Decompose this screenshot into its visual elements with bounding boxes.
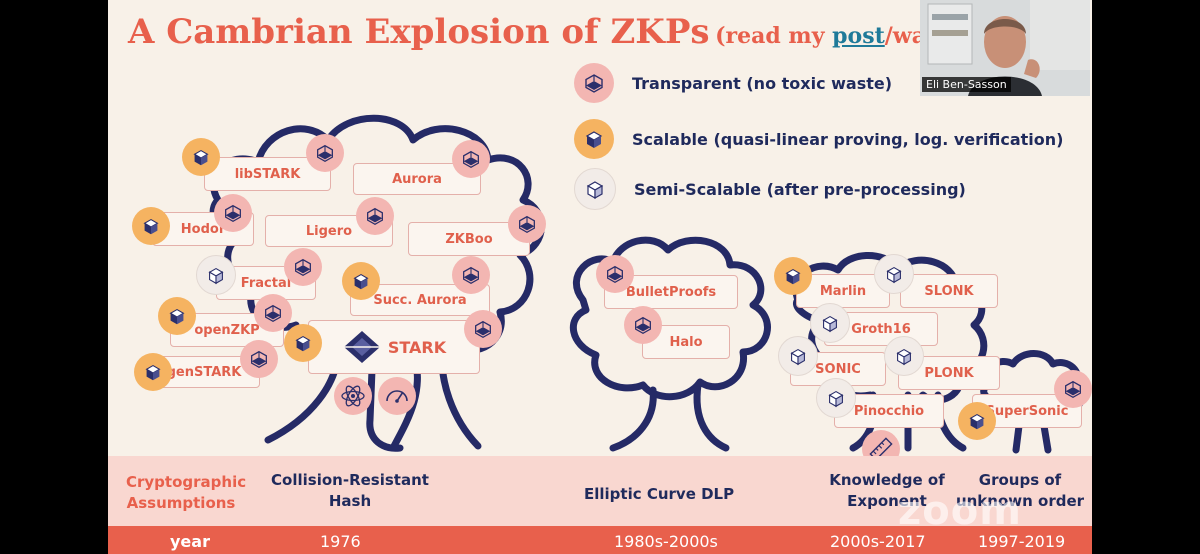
transparent-icon: [508, 205, 546, 243]
assumptions-band: [108, 456, 1092, 526]
transparent-icon: [254, 294, 292, 332]
legend-label: Scalable (quasi-linear proving, log. ver…: [632, 129, 1064, 149]
stark-diamond-icon: [343, 331, 380, 363]
title-main: A Cambrian Explosion of ZKPs: [128, 12, 710, 52]
post-link[interactable]: post: [832, 23, 885, 49]
year-header: year: [170, 532, 210, 551]
system-pinocchio: Pinocchio: [834, 394, 944, 428]
transparent-icon: [356, 197, 394, 235]
scalable-icon: [284, 324, 322, 362]
assumption-koe: Knowledge of Exponent: [829, 471, 945, 510]
scalable-icon: [182, 138, 220, 176]
transparent-icon: [624, 306, 662, 344]
legend-label: Semi-Scalable (after pre-processing): [634, 179, 966, 199]
speaker-video[interactable]: Eli Ben-Sasson: [920, 0, 1090, 96]
transparent-icon: [306, 134, 344, 172]
assumption-crh: Collision-Resistant Hash: [271, 471, 429, 510]
title-subtitle: (read my post/wat: [715, 23, 937, 49]
year-crh: 1976: [320, 532, 361, 551]
semi-scalable-icon: [778, 336, 818, 376]
system-bulletproofs: BulletProofs: [604, 275, 738, 309]
scalable-icon: [342, 262, 380, 300]
transparent-icon: [452, 256, 490, 294]
assumption-guo: Groups of unknown order: [955, 471, 1085, 510]
zoom-watermark: zoom: [898, 488, 1022, 534]
semi-scalable-icon: [810, 303, 850, 343]
legend-label: Transparent (no toxic waste): [632, 73, 893, 93]
scalable-icon: [958, 402, 996, 440]
transparent-icon: [214, 194, 252, 232]
transparent-icon: [574, 63, 614, 103]
system-slonk: SLONK: [900, 274, 998, 308]
semi-scalable-icon: [196, 255, 236, 295]
year-koe: 2000s-2017: [830, 532, 926, 551]
legend-transparent: Transparent (no toxic waste): [574, 63, 892, 103]
year-bar: [108, 526, 1092, 554]
assumption-ecdlp: Elliptic Curve DLP: [584, 485, 735, 503]
scalable-icon: [774, 257, 812, 295]
scalable-icon: [574, 119, 614, 159]
semi-scalable-icon: [816, 378, 856, 418]
transparent-icon: [596, 255, 634, 293]
transparent-icon: [1054, 370, 1092, 408]
year-guo: 1997-2019: [978, 532, 1066, 551]
slide-title: A Cambrian Explosion of ZKPs (read my po…: [128, 12, 936, 52]
legend-semi-scalable: Semi-Scalable (after pre-processing): [574, 168, 966, 210]
semi-scalable-icon: [574, 168, 616, 210]
transparent-icon: [464, 310, 502, 348]
transparent-icon: [240, 340, 278, 378]
scalable-icon: [158, 297, 196, 335]
semi-scalable-icon: [884, 336, 924, 376]
atom-icon: [334, 377, 372, 415]
semi-scalable-icon: [874, 254, 914, 294]
speedometer-icon: [378, 377, 416, 415]
year-ecdlp: 1980s-2000s: [614, 532, 718, 551]
assumptions-header: Cryptographic Assumptions: [126, 473, 247, 512]
transparent-icon: [452, 140, 490, 178]
scalable-icon: [132, 207, 170, 245]
system-stark: STARK: [308, 320, 480, 374]
transparent-icon: [284, 248, 322, 286]
speaker-name: Eli Ben-Sasson: [922, 77, 1011, 92]
legend-scalable: Scalable (quasi-linear proving, log. ver…: [574, 119, 1063, 159]
scalable-icon: [134, 353, 172, 391]
